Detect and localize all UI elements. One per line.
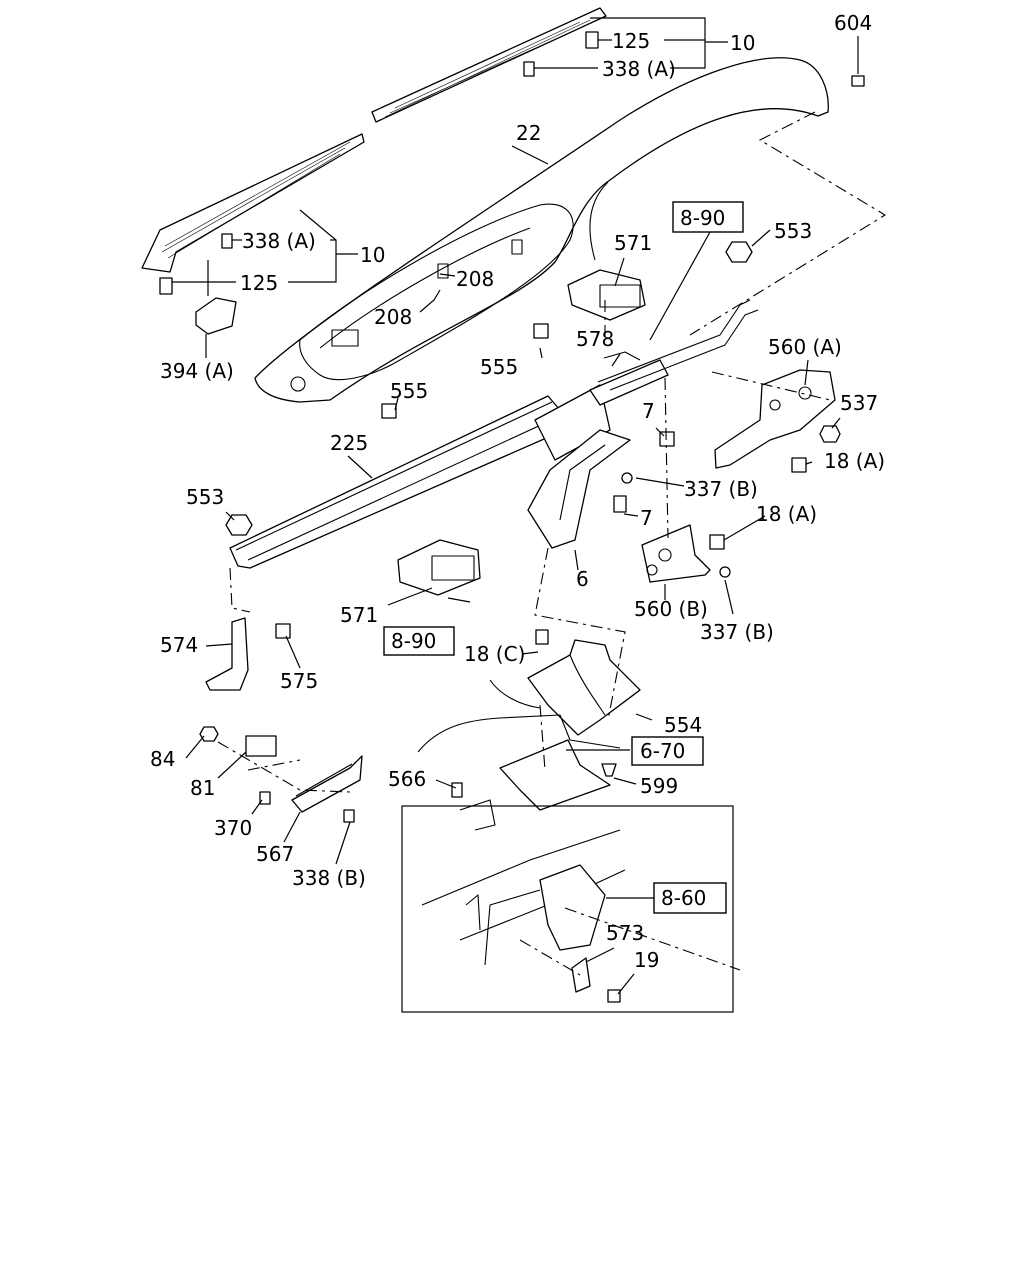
bracket-574: [205, 617, 249, 691]
callout-337b-b: 337 (B): [700, 620, 774, 644]
duct-571-top: [567, 269, 646, 321]
defroster-grille-right: [371, 7, 607, 123]
callout-7-a: 7: [642, 399, 655, 423]
callout-337b-a: 337 (B): [684, 477, 758, 501]
callout-208-b: 208: [456, 267, 494, 291]
callout-553-top: 553: [774, 219, 812, 243]
callout-560a: 560 (A): [768, 335, 842, 359]
bracket-6: [527, 429, 631, 549]
callout-18a-b: 18 (A): [756, 502, 817, 526]
callout-10-left: 10: [360, 243, 385, 267]
reference-8-60: 8-60: [661, 886, 706, 910]
callout-566: 566: [388, 767, 426, 791]
reference-6-70: 6-70: [640, 739, 685, 763]
duct-571-bottom: [397, 539, 481, 596]
defroster-grille-left: [141, 133, 365, 273]
reference-8-90-top: 8-90: [680, 206, 725, 230]
callout-571-bot: 571: [340, 603, 378, 627]
callout-125-left: 125: [240, 271, 278, 295]
callout-560b: 560 (B): [634, 597, 708, 621]
callout-labels: 604 125 10 338 (A) 22 338 (A) 10 125 208…: [150, 11, 885, 972]
callout-537: 537: [840, 391, 878, 415]
bracket-567: [291, 755, 363, 813]
callout-338a-left: 338 (A): [242, 229, 316, 253]
callout-578: 578: [576, 327, 614, 351]
callout-22: 22: [516, 121, 541, 145]
callout-338a-top: 338 (A): [602, 57, 676, 81]
callout-18c: 18 (C): [464, 642, 525, 666]
floor-assembly: [417, 679, 621, 831]
callout-555-a: 555: [480, 355, 518, 379]
callout-125-top: 125: [612, 29, 650, 53]
callout-599: 599: [640, 774, 678, 798]
callout-208-a: 208: [374, 305, 412, 329]
fasteners: [159, 31, 865, 1003]
callout-81: 81: [190, 776, 215, 800]
callout-574: 574: [160, 633, 198, 657]
inset-detail: [401, 805, 734, 1013]
callout-370: 370: [214, 816, 252, 840]
callout-573: 573: [606, 921, 644, 945]
callout-553-left: 553: [186, 485, 224, 509]
callout-338b: 338 (B): [292, 866, 366, 890]
callout-555-b: 555: [390, 379, 428, 403]
assembly-lines: [217, 111, 887, 976]
callout-567: 567: [256, 842, 294, 866]
callout-575: 575: [280, 669, 318, 693]
callout-225: 225: [330, 431, 368, 455]
callout-604: 604: [834, 11, 872, 35]
leader-lines: [172, 17, 859, 995]
callout-394a: 394 (A): [160, 359, 234, 383]
instrument-panel: [254, 57, 829, 403]
callout-18a-a: 18 (A): [824, 449, 885, 473]
callout-84: 84: [150, 747, 175, 771]
callout-6: 6: [576, 567, 589, 591]
reference-boxes: 8-90 8-90 6-70 8-60: [383, 201, 744, 914]
callout-554: 554: [664, 713, 702, 737]
bracket-560b: [641, 524, 711, 583]
reference-8-90-bottom: 8-90: [391, 629, 436, 653]
callout-7-b: 7: [640, 506, 653, 530]
callout-571-top: 571: [614, 231, 652, 255]
callout-10-top: 10: [730, 31, 755, 55]
cross-member: [229, 299, 759, 569]
callout-19: 19: [634, 948, 659, 972]
bracket-554: [527, 639, 641, 736]
bracket-560a: [714, 369, 836, 469]
